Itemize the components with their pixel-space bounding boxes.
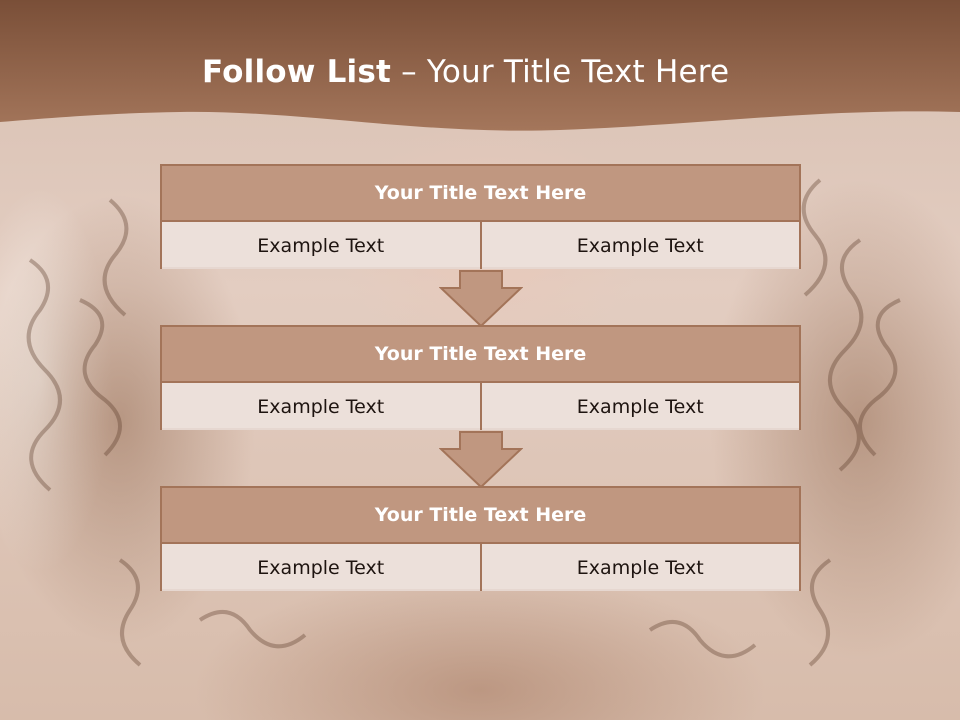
follow-step-left-text: Example Text	[162, 383, 482, 430]
slide-title-rest: – Your Title Text Here	[391, 54, 730, 90]
follow-step-row: Example Text Example Text	[162, 544, 799, 591]
follow-step-right-text: Example Text	[481, 383, 799, 430]
follow-step-2: Your Title Text Here Example Text Exampl…	[160, 325, 801, 430]
slide-title-bold: Follow List	[202, 54, 392, 90]
follow-step-left-text: Example Text	[162, 544, 482, 591]
follow-step-row: Example Text Example Text	[162, 383, 799, 430]
follow-step-title: Your Title Text Here	[162, 327, 799, 383]
follow-step-1: Your Title Text Here Example Text Exampl…	[160, 164, 801, 269]
down-arrow-icon	[439, 270, 523, 328]
follow-step-right-text: Example Text	[481, 544, 799, 591]
follow-step-3: Your Title Text Here Example Text Exampl…	[160, 486, 801, 591]
follow-step-right-text: Example Text	[481, 222, 799, 269]
follow-step-title: Your Title Text Here	[162, 166, 799, 222]
follow-step-row: Example Text Example Text	[162, 222, 799, 269]
down-arrow-icon	[439, 431, 523, 489]
slide-title: Follow List – Your Title Text Here	[202, 54, 729, 90]
header-band	[0, 0, 960, 140]
follow-step-title: Your Title Text Here	[162, 488, 799, 544]
follow-step-left-text: Example Text	[162, 222, 482, 269]
